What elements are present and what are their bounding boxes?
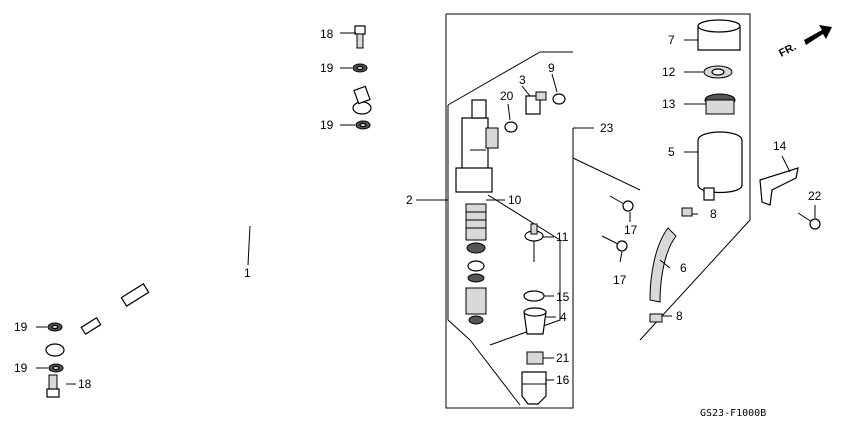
- o-ring: [504, 121, 518, 133]
- callout-10: 10: [508, 193, 522, 207]
- callout-9: 9: [548, 61, 555, 75]
- callout-18-lower: 18: [78, 377, 92, 391]
- front-direction-marker: FR.: [777, 25, 832, 60]
- callout-12: 12: [662, 65, 676, 79]
- callout-8-upper: 8: [710, 207, 717, 221]
- banjo-bolt-lower: [46, 374, 60, 398]
- clevis: [521, 371, 547, 405]
- callout-14: 14: [773, 139, 787, 153]
- assembly-outline-2: [447, 51, 573, 406]
- callout-11: 11: [556, 230, 569, 244]
- reservoir-hose: [649, 227, 677, 303]
- callout-17-lower: 17: [613, 273, 627, 287]
- callout-15: 15: [556, 290, 570, 304]
- callout-22: 22: [808, 189, 822, 203]
- brake-hose: [45, 54, 406, 357]
- callout-3: 3: [519, 73, 526, 87]
- hose-clip-9: [552, 93, 566, 105]
- callout-21: 21: [556, 351, 570, 365]
- reservoir-bolts: [601, 195, 634, 252]
- pushrod: [524, 223, 544, 262]
- reservoir-tank: [697, 131, 743, 201]
- callout-8-lower: 8: [676, 309, 683, 323]
- circlip: [523, 290, 545, 302]
- joint-nut: [526, 351, 544, 365]
- callout-6: 6: [680, 261, 687, 275]
- callout-20: 20: [500, 89, 514, 103]
- callout-4: 4: [560, 310, 567, 324]
- callout-19-lower-a: 19: [14, 320, 28, 334]
- diaphragm: [704, 93, 736, 115]
- callout-16: 16: [556, 373, 570, 387]
- assembly-outline-23: [445, 13, 751, 409]
- callout-23: 23: [600, 121, 614, 135]
- diagram-code: GS23-F1000B: [700, 408, 766, 419]
- hose-joint: [525, 91, 547, 115]
- front-arrow-icon: [804, 25, 832, 45]
- callout-19-lower-b: 19: [14, 361, 28, 375]
- callout-7: 7: [668, 33, 675, 47]
- sealing-washers: [47, 63, 371, 373]
- callout-1: 1: [244, 266, 251, 280]
- piston-spring-stack: [465, 203, 487, 325]
- diaphragm-plate: [703, 65, 733, 79]
- hose-clip-lower: [649, 313, 663, 323]
- front-direction-label: FR.: [777, 41, 798, 60]
- reservoir-cap: [697, 19, 741, 51]
- callout-2: 2: [406, 193, 413, 207]
- master-cylinder: [455, 99, 499, 193]
- leader-lines: [36, 32, 816, 385]
- callout-13: 13: [662, 97, 676, 111]
- callout-5: 5: [668, 145, 675, 159]
- callout-17-upper: 17: [624, 223, 638, 237]
- reservoir-stay: [759, 167, 799, 206]
- boot: [523, 307, 547, 335]
- flange-bolt: [797, 212, 821, 230]
- callouts: 18 19 19 1 19 19 18 2 3 9 20 10 11 15 4 …: [14, 27, 822, 391]
- callout-19-upper-a: 19: [320, 61, 334, 75]
- callout-19-upper-b: 19: [320, 118, 334, 132]
- callout-18-upper: 18: [320, 27, 334, 41]
- banjo-bolt-upper: [354, 25, 366, 49]
- hose-clip-upper: [681, 207, 693, 217]
